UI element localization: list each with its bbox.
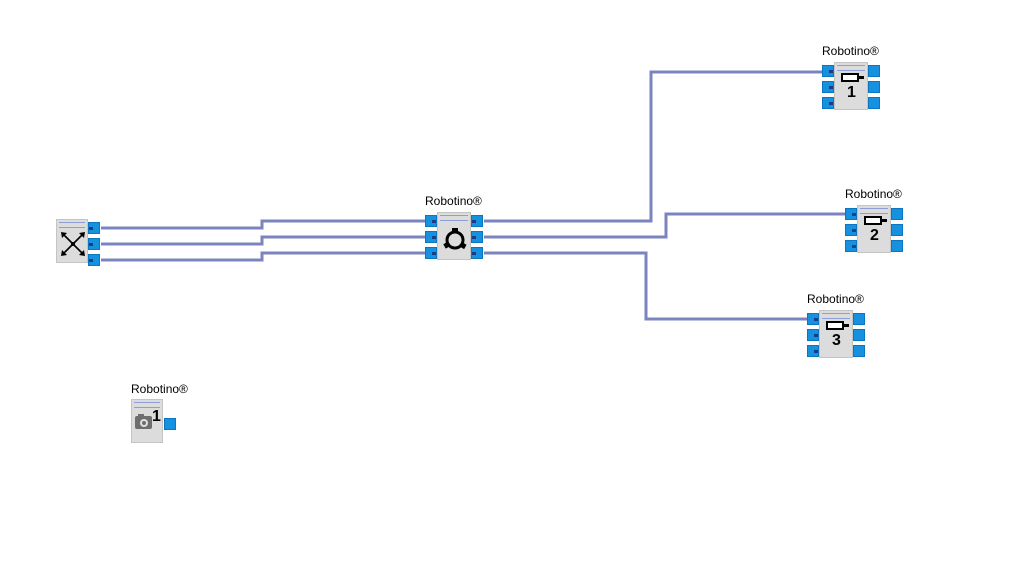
wire-omega[interactable] xyxy=(101,251,426,262)
camera-body[interactable]: 1 xyxy=(131,399,163,443)
input-port-omega[interactable] xyxy=(425,247,437,259)
output-port-motor-2[interactable] xyxy=(471,231,483,243)
motor-1-input-port-1[interactable] xyxy=(822,65,834,77)
motor-2-output-port-3[interactable] xyxy=(891,240,903,252)
camera-block[interactable]: 1 xyxy=(131,399,179,443)
motor-2-block[interactable]: 2 xyxy=(845,205,905,253)
camera-caption: Robotino® xyxy=(131,382,188,396)
motor-2-number: 2 xyxy=(870,227,879,244)
wire-vx[interactable] xyxy=(101,219,426,230)
motor-2-input-port-3[interactable] xyxy=(845,240,857,252)
camera-icon xyxy=(135,414,152,429)
output-port-vy[interactable] xyxy=(88,238,100,250)
motor-icon xyxy=(826,321,849,330)
input-port-vx[interactable] xyxy=(425,215,437,227)
motor-1-input-port-3[interactable] xyxy=(822,97,834,109)
motor-1-output-port-2[interactable] xyxy=(868,81,880,93)
motor-1-output-port-1[interactable] xyxy=(868,65,880,77)
motor-1-body[interactable]: 1 xyxy=(834,62,868,110)
output-port-motor-3[interactable] xyxy=(471,247,483,259)
motor-3-output-port-1[interactable] xyxy=(853,313,865,325)
motor-1-block[interactable]: 1 xyxy=(822,62,882,110)
omnidirectional-arrows-icon xyxy=(61,232,85,256)
motor-3-body[interactable]: 3 xyxy=(819,310,853,358)
omnidrive-block[interactable] xyxy=(425,212,485,262)
control-panel-block[interactable] xyxy=(56,219,102,267)
control-panel-body[interactable] xyxy=(56,219,88,263)
omnidrive-body[interactable] xyxy=(437,212,471,260)
wire-motor-3[interactable] xyxy=(484,251,808,321)
motor-3-output-port-3[interactable] xyxy=(853,345,865,357)
motor-2-caption: Robotino® xyxy=(845,187,902,201)
motor-1-input-port-2[interactable] xyxy=(822,81,834,93)
motor-2-input-port-2[interactable] xyxy=(845,224,857,236)
motor-2-output-port-1[interactable] xyxy=(891,208,903,220)
wire-motor-2[interactable] xyxy=(484,212,846,239)
output-port-vx[interactable] xyxy=(88,222,100,234)
output-port-motor-1[interactable] xyxy=(471,215,483,227)
output-port-omega[interactable] xyxy=(88,254,100,266)
motor-3-block[interactable]: 3 xyxy=(807,310,867,358)
camera-output-port[interactable] xyxy=(164,418,176,430)
motor-3-input-port-3[interactable] xyxy=(807,345,819,357)
motor-2-body[interactable]: 2 xyxy=(857,205,891,253)
motor-3-caption: Robotino® xyxy=(807,292,864,306)
motor-1-output-port-3[interactable] xyxy=(868,97,880,109)
camera-number: 1 xyxy=(152,408,161,425)
wire-vy[interactable] xyxy=(101,235,426,246)
motor-2-input-port-1[interactable] xyxy=(845,208,857,220)
motor-icon xyxy=(864,216,887,225)
omnidrive-caption: Robotino® xyxy=(425,194,482,208)
motor-3-input-port-2[interactable] xyxy=(807,329,819,341)
omnidrive-icon xyxy=(443,228,467,250)
input-port-vy[interactable] xyxy=(425,231,437,243)
wire-motor-1[interactable] xyxy=(484,70,823,223)
motor-3-output-port-2[interactable] xyxy=(853,329,865,341)
motor-2-output-port-2[interactable] xyxy=(891,224,903,236)
motor-1-caption: Robotino® xyxy=(822,44,879,58)
motor-3-number: 3 xyxy=(832,332,841,349)
motor-icon xyxy=(841,73,864,82)
motor-3-input-port-1[interactable] xyxy=(807,313,819,325)
motor-1-number: 1 xyxy=(847,84,856,101)
